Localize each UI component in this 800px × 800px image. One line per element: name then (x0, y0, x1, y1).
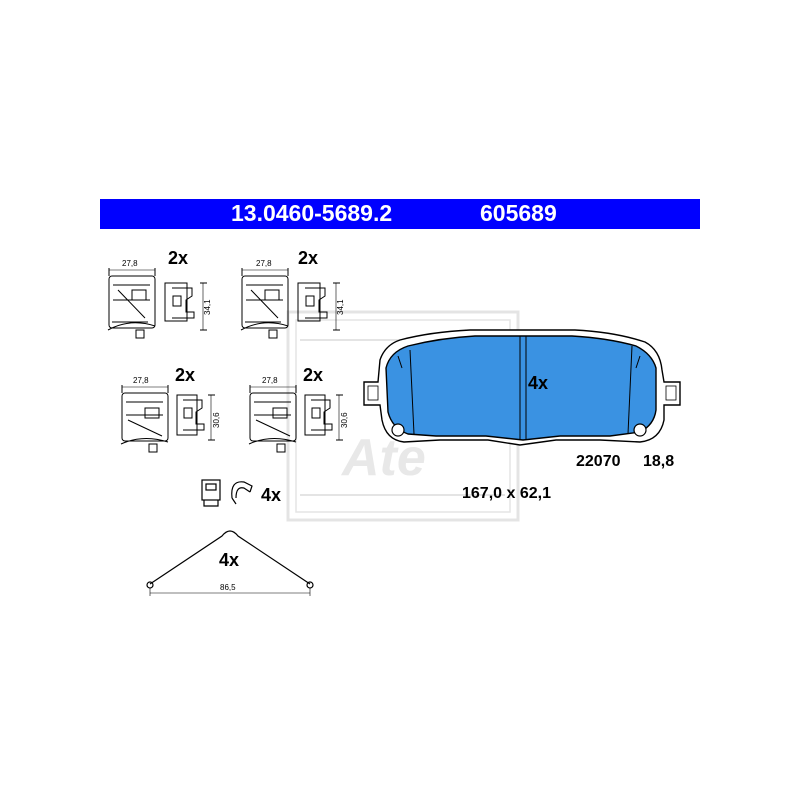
clip-drawing-4 (248, 385, 343, 453)
clip-1-height: 34,1 (203, 299, 212, 315)
clip-4-quantity: 2x (303, 365, 323, 385)
pad-dimensions: 167,0 x 62,1 (462, 485, 551, 502)
spring-drawing (146, 530, 314, 596)
clip-drawing-1 (107, 268, 207, 339)
clip-drawing-3 (120, 385, 215, 453)
small-parts-quantity: 4x (261, 485, 281, 505)
reference-number: 605689 (480, 200, 557, 226)
pad-quantity: 4x (528, 373, 548, 393)
part-number: 13.0460-5689.2 (231, 200, 393, 226)
clip-3-width: 27,8 (133, 376, 149, 385)
friction-lining (385, 335, 657, 441)
brake-pad-drawing (363, 329, 681, 446)
clip-1-width: 27,8 (122, 259, 138, 268)
spring-length: 86,5 (220, 583, 236, 592)
header-bar: 13.0460-5689.2 605689 (100, 199, 700, 229)
clip-4-height: 30,6 (340, 412, 349, 428)
clip-2-quantity: 2x (298, 248, 318, 268)
clip-3-height: 30,6 (212, 412, 221, 428)
pad-thickness: 18,8 (643, 453, 674, 470)
clip-4-width: 27,8 (262, 376, 278, 385)
clip-3-quantity: 2x (175, 365, 195, 385)
pad-wva-code: 22070 (576, 453, 621, 470)
spring-quantity: 4x (219, 550, 239, 570)
clip-drawing-2 (240, 268, 340, 339)
small-parts-drawing (201, 479, 253, 507)
clip-2-width: 27,8 (256, 259, 272, 268)
clip-1-quantity: 2x (168, 248, 188, 268)
clip-2-height: 34,1 (336, 299, 345, 315)
